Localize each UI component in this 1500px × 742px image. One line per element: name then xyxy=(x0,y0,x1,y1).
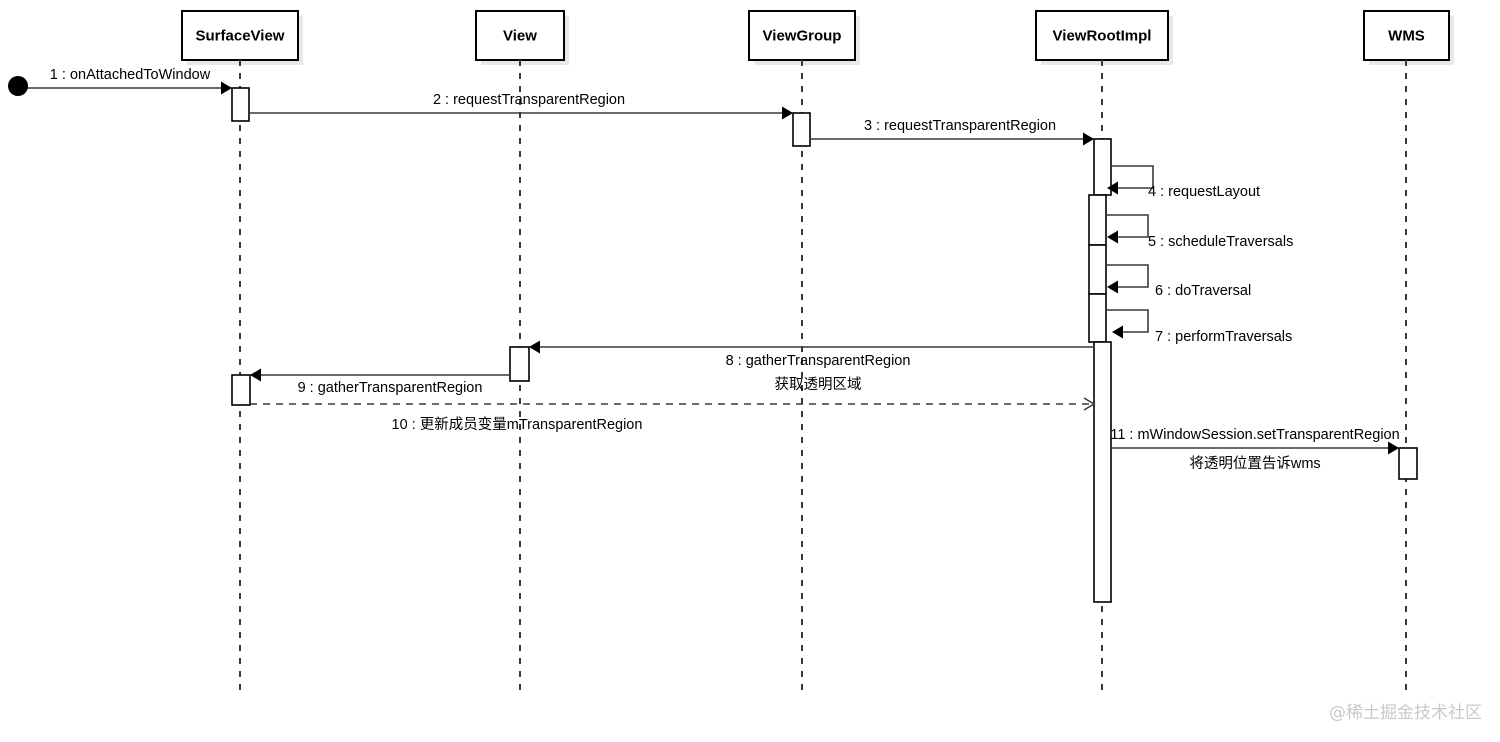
lifeline-wms: WMS xyxy=(1363,10,1454,692)
activations-layer xyxy=(231,87,1418,603)
activation-bar-viewrootimpl[interactable] xyxy=(1093,341,1112,603)
message-sublabel-11: 将透明位置告诉wms xyxy=(1189,455,1320,472)
arrowhead-4 xyxy=(1107,181,1118,195)
lifeline-surfaceview: SurfaceView xyxy=(181,10,303,692)
lifeline-box-view[interactable] xyxy=(475,10,565,61)
message-7[interactable]: 7 : performTraversals xyxy=(1106,309,1292,345)
lifeline-viewrootimpl: ViewRootImpl xyxy=(1035,10,1173,692)
activation-bar-viewgroup[interactable] xyxy=(792,112,811,147)
lifeline-title-wms: WMS xyxy=(1388,27,1425,44)
arrowhead-10 xyxy=(1083,397,1096,411)
arrowhead-3 xyxy=(1083,132,1094,146)
message-8[interactable]: 8 : gatherTransparentRegion 获取透明区域 xyxy=(529,340,1094,394)
start-dot-icon xyxy=(8,76,28,96)
message-label-2: 2 : requestTransparentRegion xyxy=(433,92,625,108)
message-9[interactable]: 9 : gatherTransparentRegion xyxy=(250,368,510,397)
message-label-1: 1 : onAttachedToWindow xyxy=(50,67,211,83)
message-11[interactable]: 11 : mWindowSession.setTransparentRegion… xyxy=(1110,427,1399,472)
lifeline-box-viewrootimpl[interactable] xyxy=(1035,10,1169,61)
message-label-3: 3 : requestTransparentRegion xyxy=(864,118,1056,134)
message-self-path-7 xyxy=(1106,309,1149,333)
message-3[interactable]: 3 : requestTransparentRegion xyxy=(810,118,1094,146)
lifeline-view: View xyxy=(475,10,569,692)
message-self-path-4 xyxy=(1111,165,1154,189)
overlay-layer: @稀土掘金技术社区 xyxy=(8,76,1482,723)
lifeline-viewgroup: ViewGroup xyxy=(748,10,860,692)
activation-bar-viewrootimpl[interactable] xyxy=(1093,138,1112,196)
activation-bar-surfaceview[interactable] xyxy=(231,87,250,122)
message-1[interactable]: 1 : onAttachedToWindow xyxy=(26,67,232,95)
message-4[interactable]: 4 : requestLayout xyxy=(1107,165,1260,200)
lifeline-box-surfaceview[interactable] xyxy=(181,10,299,61)
activation-bar-wms[interactable] xyxy=(1398,447,1418,480)
lifelines-layer: SurfaceView View ViewGroup ViewRootImpl WMS xyxy=(181,10,1454,692)
lifeline-title-viewgroup: ViewGroup xyxy=(763,27,842,44)
lifeline-title-surfaceview: SurfaceView xyxy=(196,27,285,44)
messages-layer: 1 : onAttachedToWindow 2 : requestTranspa… xyxy=(26,67,1400,472)
arrowhead-2 xyxy=(782,106,793,120)
message-label-7: 7 : performTraversals xyxy=(1155,329,1292,345)
activation-bar-viewrootimpl[interactable] xyxy=(1088,293,1107,343)
lifeline-box-viewgroup[interactable] xyxy=(748,10,856,61)
lifeline-title-view: View xyxy=(503,27,537,44)
activation-bar-viewrootimpl[interactable] xyxy=(1088,244,1107,295)
arrowhead-7 xyxy=(1112,325,1123,339)
watermark-text: @稀土掘金技术社区 xyxy=(1329,703,1482,723)
activation-bar-view[interactable] xyxy=(509,346,530,382)
arrowhead-6 xyxy=(1107,280,1118,294)
message-10[interactable]: 10 : 更新成员变量mTransparentRegion xyxy=(250,397,1096,433)
message-sublabel-8: 获取透明区域 xyxy=(775,376,862,393)
arrowhead-11 xyxy=(1388,441,1399,455)
activation-bar-viewrootimpl[interactable] xyxy=(1088,194,1107,246)
message-label-8: 8 : gatherTransparentRegion xyxy=(726,353,911,369)
arrowhead-8 xyxy=(529,340,540,354)
arrowhead-5 xyxy=(1107,230,1118,244)
message-label-4: 4 : requestLayout xyxy=(1148,184,1260,200)
message-label-5: 5 : scheduleTraversals xyxy=(1148,234,1293,250)
lifeline-title-viewrootimpl: ViewRootImpl xyxy=(1053,27,1152,44)
message-5[interactable]: 5 : scheduleTraversals xyxy=(1106,214,1293,250)
message-label-9: 9 : gatherTransparentRegion xyxy=(298,380,483,396)
message-label-10: 10 : 更新成员变量mTransparentRegion xyxy=(392,416,643,433)
message-self-path-6 xyxy=(1106,264,1149,288)
activation-bar-surfaceview[interactable] xyxy=(231,374,251,406)
message-label-11: 11 : mWindowSession.setTransparentRegion xyxy=(1110,427,1399,443)
message-self-path-5 xyxy=(1106,214,1149,238)
arrowhead-1 xyxy=(221,81,232,95)
arrowhead-9 xyxy=(250,368,261,382)
message-2[interactable]: 2 : requestTransparentRegion xyxy=(249,92,793,120)
message-label-6: 6 : doTraversal xyxy=(1155,283,1251,299)
message-6[interactable]: 6 : doTraversal xyxy=(1106,264,1251,299)
